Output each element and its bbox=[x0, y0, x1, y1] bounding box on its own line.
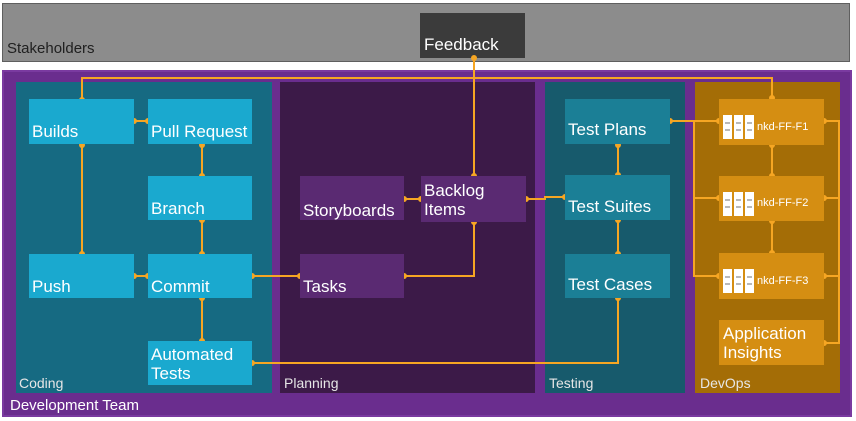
application-insights-node: Application Insights bbox=[719, 320, 824, 365]
builds-node: Builds bbox=[29, 99, 134, 144]
server-rack-icon bbox=[723, 191, 754, 216]
testing-lane-label: Testing bbox=[549, 375, 594, 391]
tasks-node: Tasks bbox=[300, 254, 404, 298]
automated-tests-line1: Automated bbox=[151, 345, 234, 364]
connector-automatedtests-testcases bbox=[252, 298, 619, 364]
server-rack-icon bbox=[723, 269, 754, 293]
application-insights-line1: Application bbox=[723, 324, 807, 343]
stakeholders-label: Stakeholders bbox=[7, 40, 95, 57]
automated-tests-node: Automated Tests bbox=[148, 341, 252, 385]
devops-lane-label: DevOps bbox=[700, 375, 751, 391]
pull-request-node: Pull Request bbox=[148, 99, 252, 144]
server-f2-node: nkd-FF-F2 bbox=[719, 176, 824, 221]
planning-lane: Planning bbox=[280, 82, 535, 393]
test-suites-node: Test Suites bbox=[565, 175, 670, 220]
push-node: Push bbox=[29, 254, 134, 298]
server-rack-icon bbox=[723, 115, 754, 139]
server-f1-node: nkd-FF-F1 bbox=[719, 99, 824, 145]
application-insights-line2: Insights bbox=[723, 343, 782, 362]
backlog-items-node: Backlog Items bbox=[421, 176, 526, 222]
server-f3-label: nkd-FF-F3 bbox=[757, 274, 809, 287]
server-f3-node: nkd-FF-F3 bbox=[719, 253, 824, 299]
test-cases-node: Test Cases bbox=[565, 254, 670, 298]
server-f1-label: nkd-FF-F1 bbox=[757, 120, 809, 133]
server-f2-label: nkd-FF-F2 bbox=[757, 197, 809, 209]
development-team-label: Development Team bbox=[10, 397, 139, 414]
branch-node: Branch bbox=[148, 176, 252, 220]
feedback-node: Feedback bbox=[420, 13, 525, 58]
commit-node: Commit bbox=[148, 254, 252, 298]
connector-builds-server1 bbox=[81, 77, 773, 100]
connector-backlog-testsuites bbox=[526, 196, 565, 200]
backlog-items-line2: Items bbox=[424, 200, 466, 219]
coding-lane-label: Coding bbox=[19, 375, 64, 391]
connector-tasks-backlog bbox=[404, 222, 475, 277]
planning-lane-label: Planning bbox=[284, 375, 339, 391]
backlog-items-line1: Backlog bbox=[424, 181, 485, 200]
storyboards-node: Storyboards bbox=[300, 176, 404, 220]
automated-tests-line2: Tests bbox=[151, 364, 191, 383]
test-plans-node: Test Plans bbox=[565, 99, 670, 144]
connector-servers-appinsights bbox=[824, 120, 840, 344]
